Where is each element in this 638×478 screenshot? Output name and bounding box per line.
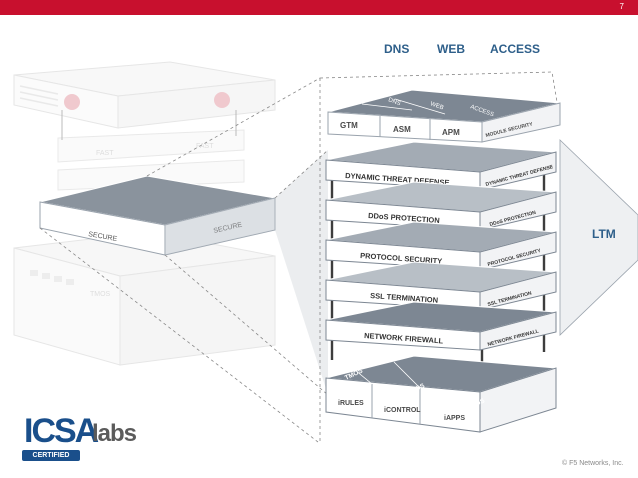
module-gtm: GTM	[340, 121, 358, 130]
left-connector-lines	[61, 110, 237, 140]
f5-logo-icon	[214, 92, 230, 108]
module-apm: APM	[442, 128, 460, 137]
header-access: ACCESS	[490, 42, 541, 56]
projection-shade	[165, 150, 328, 395]
f5-logo-icon	[64, 94, 80, 110]
ltm-label: LTM	[592, 227, 616, 241]
icontrol-label: iCONTROL	[384, 407, 421, 414]
fast-label: FAST	[96, 150, 114, 157]
layer-network-firewall: NETWORK FIREWALL NETWORK FIREWALL	[325, 301, 557, 351]
icsa-labs-logo: ICSA labs CERTIFIED	[16, 412, 137, 464]
module-top-dns: DNS	[387, 97, 401, 107]
irules-label: iRULES	[338, 400, 364, 407]
left-stack: FAST FAST TMOS	[13, 61, 276, 366]
module-box: DNS WEB ACCESS GTM ASM APM MODULE SECURI…	[327, 89, 561, 143]
tmos-label: TMOS	[90, 291, 111, 298]
logo-suffix: labs	[92, 420, 137, 447]
header-web: WEB	[437, 42, 465, 56]
module-top-web: WEB	[429, 101, 444, 111]
tmos-base: TMOS TMOS TMOS iRULES iCONTROL iAPPS	[325, 355, 557, 433]
fast-label: FAST	[196, 143, 214, 150]
layer-ddos-protection: DDoS PROTECTION DDoS PROTECTION	[325, 181, 557, 231]
layer-dynamic-threat-defense: DYNAMIC THREAT DEFENSE DYNAMIC THREAT DE…	[325, 141, 557, 191]
logo-brand: ICSA	[24, 412, 99, 450]
layer-protocol-security: PROTOCOL SECURITY PROTOCOL SECURITY	[325, 221, 557, 271]
copyright-text: © F5 Networks, Inc.	[562, 460, 624, 467]
secure-layer: SECURE SECURE	[39, 175, 276, 256]
ltm-bracket	[559, 139, 638, 336]
header-dns: DNS	[384, 42, 410, 56]
module-asm: ASM	[393, 125, 411, 134]
layer-ssl-termination: SSL TERMINATION SSL TERMINATION	[325, 261, 557, 311]
slide-number: 7	[619, 2, 624, 11]
iapps-label: iAPPS	[444, 415, 465, 422]
ltm-layers: DYNAMIC THREAT DEFENSE DYNAMIC THREAT DE…	[325, 141, 557, 368]
certified-badge: CERTIFIED	[22, 450, 80, 461]
top-bar: 7	[0, 0, 638, 15]
